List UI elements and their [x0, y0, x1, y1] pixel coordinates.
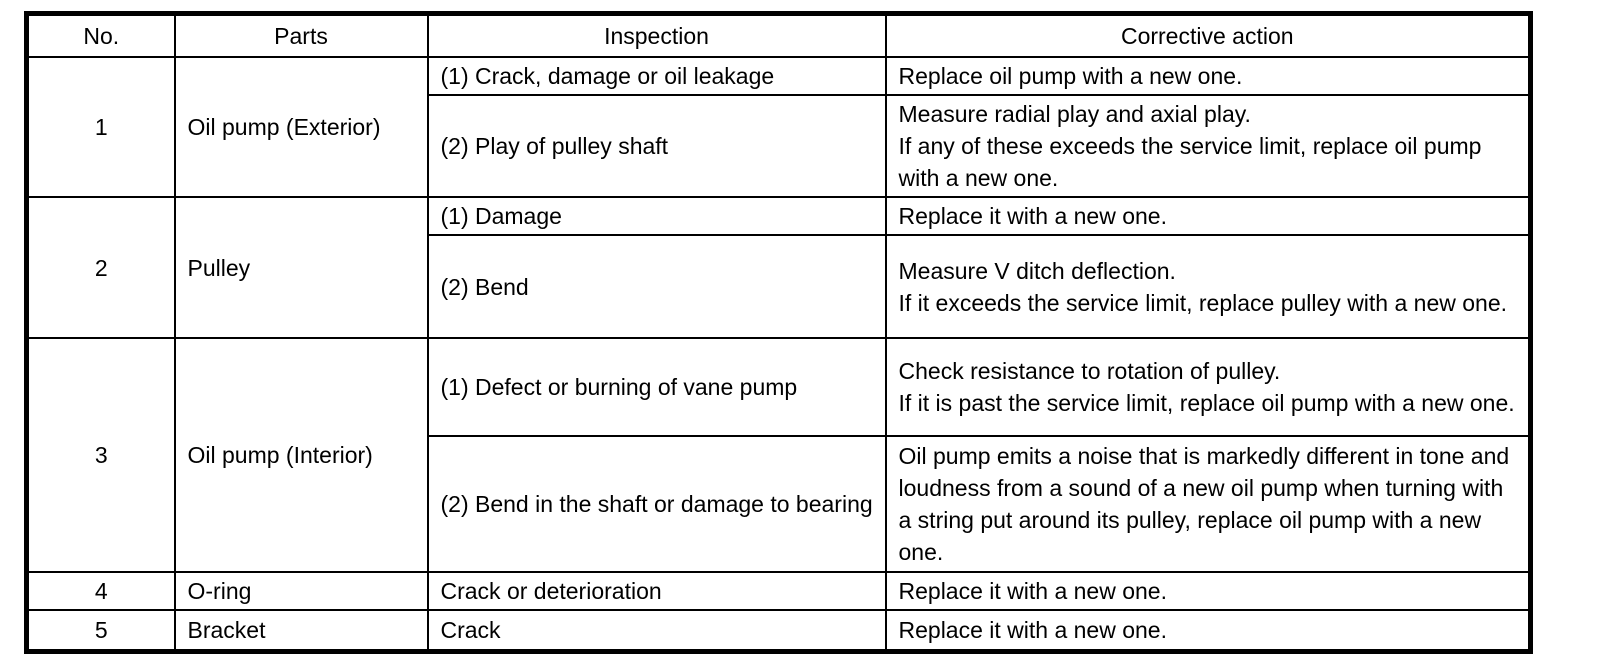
- row2-action-2: Measure V ditch deflection. If it exceed…: [884, 234, 1532, 339]
- row1-inspection-2: (2) Play of pulley shaft: [426, 94, 887, 198]
- row1-inspection-1: (1) Crack, damage or oil leakage: [426, 56, 887, 96]
- row3-part: Oil pump (Interior): [173, 337, 429, 573]
- row5-inspection: Crack: [426, 609, 887, 652]
- table-row: 4 O-ring Crack or deterioration Replace …: [25, 571, 1532, 611]
- row2-no: 2: [25, 196, 176, 339]
- table-row: 2 Pulley (1) Damage Replace it with a ne…: [25, 196, 1532, 339]
- table-row: 3 Oil pump (Interior) (1) Defect or burn…: [25, 337, 1532, 573]
- row5-no: 5: [25, 609, 176, 652]
- row3-inspection-1: (1) Defect or burning of vane pump: [426, 337, 887, 437]
- row3-inspection-2: (2) Bend in the shaft or damage to beari…: [426, 435, 887, 573]
- inspection-table: No. Parts Inspection Corrective action 1…: [24, 11, 1533, 654]
- col-header-parts: Parts: [173, 12, 429, 58]
- row2-inspection-2: (2) Bend: [426, 234, 887, 339]
- row1-no: 1: [25, 56, 176, 198]
- row1-part: Oil pump (Exterior): [173, 56, 429, 198]
- col-header-inspection: Inspection: [426, 12, 887, 58]
- header-row: No. Parts Inspection Corrective action: [25, 12, 1532, 58]
- row1-action-1: Replace oil pump with a new one.: [884, 56, 1532, 96]
- table-row: (2) Bend in the shaft or damage to beari…: [27, 435, 1532, 573]
- row5-action: Replace it with a new one.: [884, 609, 1532, 652]
- row4-inspection: Crack or deterioration: [426, 571, 887, 611]
- row2-action-1: Replace it with a new one.: [884, 196, 1532, 236]
- table-row: (2) Play of pulley shaft Measure radial …: [27, 94, 1532, 198]
- row4-no: 4: [25, 571, 176, 611]
- row3-no: 3: [25, 337, 176, 573]
- table-row: 5 Bracket Crack Replace it with a new on…: [25, 609, 1532, 652]
- row1-action-2: Measure radial play and axial play. If a…: [884, 94, 1532, 198]
- row5-part: Bracket: [173, 609, 429, 652]
- row4-part: O-ring: [173, 571, 429, 611]
- col-header-no: No.: [25, 12, 176, 58]
- row2-part: Pulley: [173, 196, 429, 339]
- table-row: 1 Oil pump (Exterior) (1) Crack, damage …: [25, 56, 1532, 198]
- row3-action-1: Check resistance to rotation of pulley. …: [884, 337, 1532, 437]
- col-header-corrective-action: Corrective action: [884, 12, 1532, 58]
- row2-inspection-1: (1) Damage: [426, 196, 887, 236]
- row3-action-2: Oil pump emits a noise that is markedly …: [884, 435, 1532, 573]
- row4-action: Replace it with a new one.: [884, 571, 1532, 611]
- table-row: (2) Bend Measure V ditch deflection. If …: [27, 234, 1532, 339]
